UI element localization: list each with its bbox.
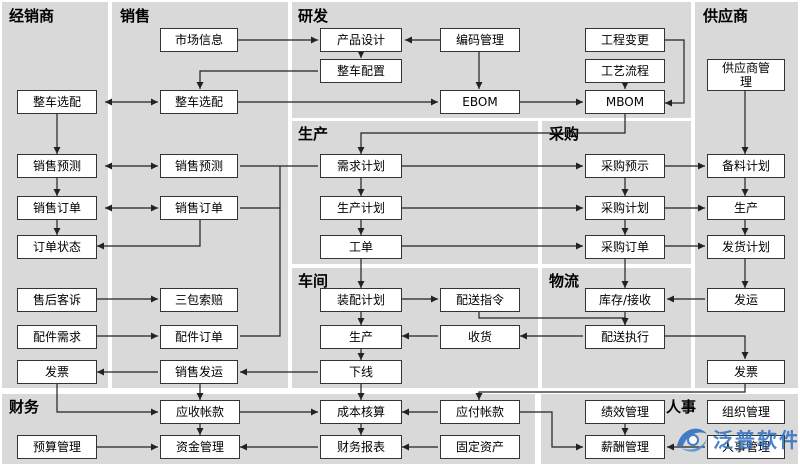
region-title-supplier: 供应商 [703, 7, 749, 25]
node-rnd-mbom[interactable]: MBOM [585, 90, 665, 114]
node-dealer-order-status[interactable]: 订单状态 [17, 235, 97, 259]
node-fin-payables[interactable]: 应付帐款 [440, 400, 520, 424]
node-rnd-coding[interactable]: 编码管理 [440, 28, 520, 52]
node-fin-receivables[interactable]: 应收帐款 [160, 400, 240, 424]
node-fin-funds[interactable]: 资金管理 [160, 435, 240, 459]
node-rnd-product-design[interactable]: 产品设计 [320, 28, 402, 52]
arrow-sales-to-status [97, 220, 201, 250]
node-sales-market-info[interactable]: 市场信息 [160, 28, 238, 52]
node-log-dispatch-exec[interactable]: 配送执行 [585, 325, 665, 349]
node-dealer-sales-forecast[interactable]: 销售预测 [17, 154, 97, 178]
region-title-finance: 财务 [9, 398, 40, 416]
region-title-purchasing: 采购 [549, 125, 580, 143]
arrow-sp-invoice-to-payables [475, 384, 746, 400]
node-sales-parts-order[interactable]: 配件订单 [160, 325, 238, 349]
node-fin-budget[interactable]: 预算管理 [17, 435, 97, 459]
node-sales-order[interactable]: 销售订单 [160, 196, 238, 220]
node-sales-delivery[interactable]: 销售发运 [160, 360, 238, 384]
node-sales-warranty[interactable]: 三包索赔 [160, 288, 238, 312]
region-title-sales: 销售 [120, 7, 151, 25]
brand-logo: 泛普软件 [673, 416, 799, 462]
node-sales-vehicle-select[interactable]: 整车选配 [160, 90, 238, 114]
node-purch-order[interactable]: 采购订单 [585, 235, 665, 259]
node-fin-reports[interactable]: 财务报表 [320, 435, 402, 459]
node-ws-production[interactable]: 生产 [320, 325, 402, 349]
node-rnd-ebom[interactable]: EBOM [440, 90, 520, 114]
node-rnd-eng-change[interactable]: 工程变更 [585, 28, 665, 52]
region-title-dealer: 经销商 [9, 7, 55, 25]
arrow-config-to-sales-select [196, 70, 318, 89]
region-title-rnd: 研发 [298, 7, 329, 25]
svg-text:泛普软件: 泛普软件 [713, 428, 797, 452]
node-prod-production-plan[interactable]: 生产计划 [320, 196, 402, 220]
node-dealer-invoice[interactable]: 发票 [17, 360, 97, 384]
node-log-inventory[interactable]: 库存/接收 [585, 288, 665, 312]
node-purch-plan[interactable]: 采购计划 [585, 196, 665, 220]
node-sup-shipping[interactable]: 发运 [707, 288, 785, 312]
node-dealer-after-sales[interactable]: 售后客诉 [17, 288, 97, 312]
node-fin-fixed-assets[interactable]: 固定资产 [440, 435, 520, 459]
node-sup-production[interactable]: 生产 [707, 196, 785, 220]
node-hr-salary[interactable]: 薪酬管理 [585, 435, 665, 459]
node-rnd-vehicle-config[interactable]: 整车配置 [320, 59, 402, 83]
region-title-hr: 人事 [666, 398, 697, 416]
node-prod-demand-plan[interactable]: 需求计划 [320, 154, 402, 178]
node-dealer-parts-demand[interactable]: 配件需求 [17, 325, 97, 349]
arrow-payables-to-salary [540, 411, 583, 451]
node-hr-performance[interactable]: 绩效管理 [585, 400, 665, 424]
region-title-production: 生产 [298, 125, 329, 143]
node-purch-forecast[interactable]: 采购预示 [585, 154, 665, 178]
node-ws-offline[interactable]: 下线 [320, 360, 402, 384]
node-ws-dispatch-cmd[interactable]: 配送指令 [440, 288, 520, 312]
node-hr-personnel[interactable]: 人事管理 [707, 435, 785, 459]
node-sup-invoice[interactable]: 发票 [707, 360, 785, 384]
node-fin-cost-accounting[interactable]: 成本核算 [320, 400, 402, 424]
region-title-workshop: 车间 [298, 272, 329, 290]
node-ws-assembly-plan[interactable]: 装配计划 [320, 288, 402, 312]
line-sales-orders-merge [240, 207, 281, 337]
region-title-logistics: 物流 [549, 272, 580, 290]
node-rnd-process-flow[interactable]: 工艺流程 [585, 59, 665, 83]
arrow-exec-to-sp-invoice [665, 335, 749, 359]
node-sup-shipping-plan[interactable]: 发货计划 [707, 235, 785, 259]
node-sales-forecast[interactable]: 销售预测 [160, 154, 238, 178]
node-hr-organization[interactable]: 组织管理 [707, 400, 785, 424]
node-dealer-vehicle-select[interactable]: 整车选配 [17, 90, 97, 114]
node-sup-management[interactable]: 供应商管理 [707, 59, 785, 91]
node-ws-receiving[interactable]: 收货 [440, 325, 520, 349]
arrow-mbom-to-demand [357, 113, 626, 154]
brand-logo-mark: 泛普软件 [677, 428, 799, 452]
node-sup-material-plan[interactable]: 备料计划 [707, 154, 785, 178]
node-dealer-sales-order[interactable]: 销售订单 [17, 196, 97, 220]
arrow-dealer-invoice-to-receivables [56, 384, 158, 416]
arrow-dispatch-to-exec [478, 310, 629, 325]
arrow-change-to-mbom [663, 39, 685, 107]
node-prod-work-order[interactable]: 工单 [320, 235, 402, 259]
region-sales [112, 2, 288, 388]
